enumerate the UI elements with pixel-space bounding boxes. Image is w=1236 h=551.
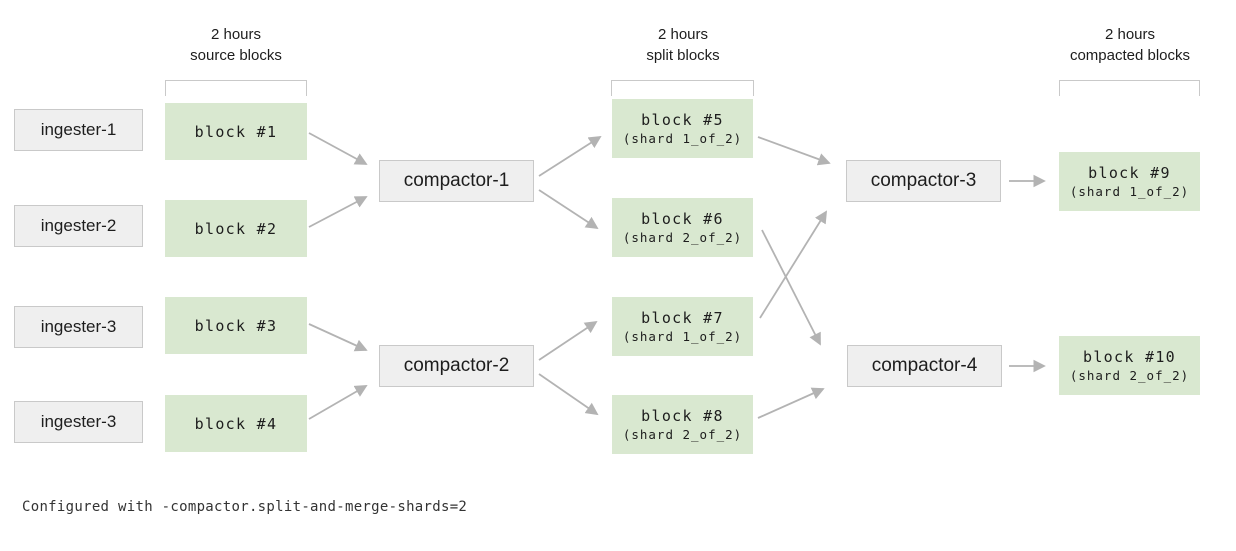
arrow-block1-to-compactor1 xyxy=(308,132,368,165)
header-line: 2 hours xyxy=(210,26,262,43)
block-shard-label: (shard 2_of_2) xyxy=(622,427,743,442)
configuration-caption: Configured with -compactor.split-and-mer… xyxy=(22,499,468,515)
block-9: block #9 (shard 1_of_2) xyxy=(1059,152,1200,211)
compactor-2-node: compactor-2 xyxy=(379,345,534,387)
header-line: split blocks xyxy=(646,47,720,64)
arrow-block3-to-compactor2 xyxy=(308,323,368,352)
ingester-3-node: ingester-3 xyxy=(14,306,143,348)
block-label: block #6 xyxy=(641,210,724,228)
bracket-split-blocks xyxy=(611,80,754,96)
block-5: block #5 (shard 1_of_2) xyxy=(612,99,753,158)
ingester-3b-node: ingester-3 xyxy=(14,401,143,443)
block-label: block #1 xyxy=(194,122,278,141)
block-label: block #10 xyxy=(1083,348,1176,366)
header-line: compacted blocks xyxy=(1069,47,1191,64)
compactor-3-node: compactor-3 xyxy=(846,160,1001,202)
arrow-compactor1-to-block5 xyxy=(538,135,602,177)
block-label: block #3 xyxy=(194,316,278,335)
block-shard-label: (shard 1_of_2) xyxy=(1069,184,1190,199)
header-line: 2 hours xyxy=(1104,26,1156,43)
block-10: block #10 (shard 2_of_2) xyxy=(1059,336,1200,395)
block-3: block #3 xyxy=(165,297,307,354)
header-line: 2 hours xyxy=(657,26,709,43)
block-6: block #6 (shard 2_of_2) xyxy=(612,198,753,257)
arrow-block4-to-compactor2 xyxy=(308,385,368,420)
block-8: block #8 (shard 2_of_2) xyxy=(612,395,753,454)
arrow-compactor2-to-block8 xyxy=(538,373,599,416)
header-compacted-blocks: 2 hours compacted blocks xyxy=(1020,24,1236,66)
block-label: block #9 xyxy=(1088,164,1171,182)
header-split-blocks: 2 hours split blocks xyxy=(573,24,793,66)
block-label: block #8 xyxy=(641,407,724,425)
ingester-2-node: ingester-2 xyxy=(14,205,143,247)
block-shard-label: (shard 1_of_2) xyxy=(622,131,743,146)
block-2: block #2 xyxy=(165,200,307,257)
block-7: block #7 (shard 1_of_2) xyxy=(612,297,753,356)
bracket-source-blocks xyxy=(165,80,307,96)
block-label: block #7 xyxy=(641,309,724,327)
header-line: source blocks xyxy=(190,47,282,64)
arrow-block2-to-compactor1 xyxy=(308,196,368,228)
block-shard-label: (shard 2_of_2) xyxy=(1069,368,1190,383)
block-label: block #5 xyxy=(641,111,724,129)
block-label: block #4 xyxy=(194,414,278,433)
arrow-block6-to-compactor4 xyxy=(761,229,821,346)
arrow-compactor1-to-block6 xyxy=(538,189,599,230)
arrow-block8-to-compactor4 xyxy=(757,387,825,419)
arrow-block7-to-compactor3 xyxy=(759,210,827,319)
arrow-compactor2-to-block7 xyxy=(538,320,598,361)
block-label: block #2 xyxy=(194,219,278,238)
compactor-4-node: compactor-4 xyxy=(847,345,1002,387)
arrow-block5-to-compactor3 xyxy=(757,136,831,166)
block-shard-label: (shard 1_of_2) xyxy=(622,329,743,344)
header-source-blocks: 2 hours source blocks xyxy=(126,24,346,66)
bracket-compacted-blocks xyxy=(1059,80,1200,96)
block-1: block #1 xyxy=(165,103,307,160)
block-4: block #4 xyxy=(165,395,307,452)
block-shard-label: (shard 2_of_2) xyxy=(622,230,743,245)
compactor-1-node: compactor-1 xyxy=(379,160,534,202)
ingester-1-node: ingester-1 xyxy=(14,109,143,151)
